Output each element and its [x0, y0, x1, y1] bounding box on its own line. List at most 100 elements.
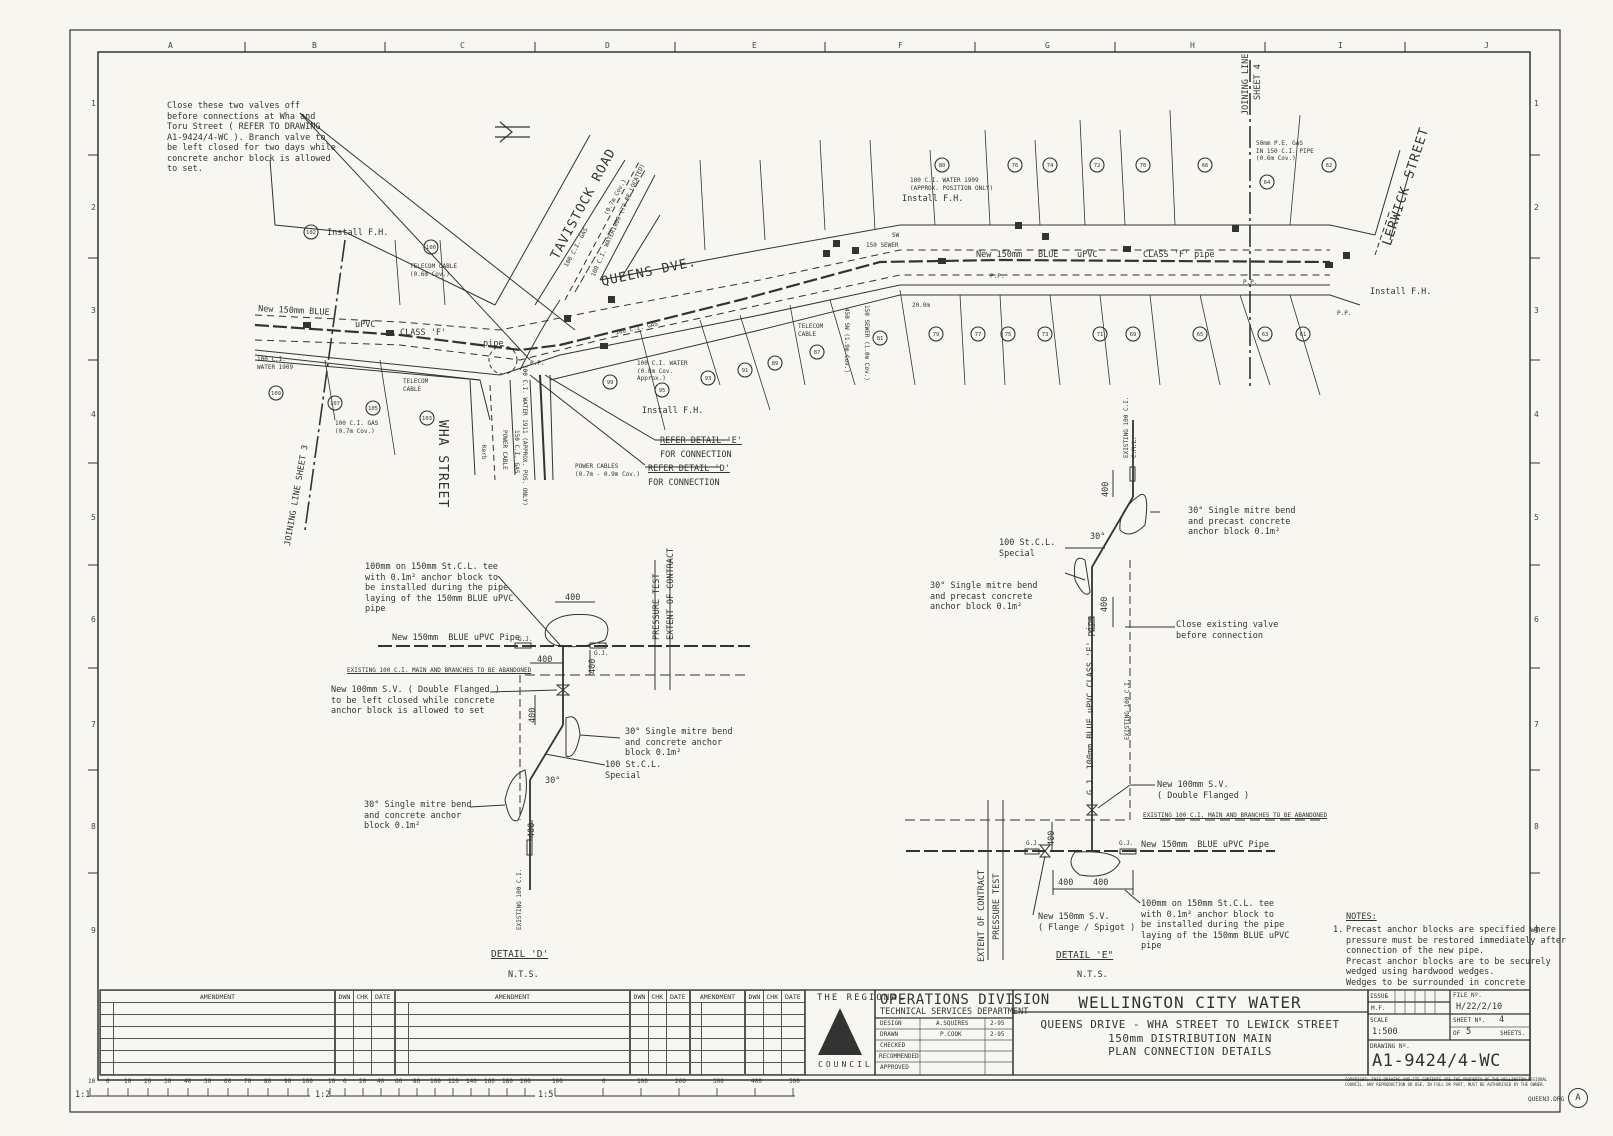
detail-e-new-sv: New 150mm S.V. ( Flange / Spigot ): [1038, 912, 1136, 933]
new-pipe-right-2: BLUE: [1038, 250, 1059, 260]
svg-text:75: 75: [1005, 332, 1012, 338]
grid-col-j: J: [1484, 41, 1489, 50]
project-line-3: PLAN CONNECTION DETAILS: [1108, 1045, 1272, 1058]
operations-division: OPERATIONS DIVISION: [880, 992, 1050, 1008]
detail-e-close-valve: Close existing valve before connection: [1176, 620, 1279, 641]
project-line-2: 150mm DISTRIBUTION MAIN: [1108, 1031, 1272, 1045]
ci-water-approx-label: 100 C.I. WATER 1909 (APPROX. POSITION ON…: [910, 177, 994, 192]
svg-text:79: 79: [933, 332, 940, 338]
svg-text:91: 91: [742, 368, 749, 374]
install-fh-label-2: Install F.H.: [642, 406, 704, 416]
pe-gas-label: 50mm P.E. GAS IN 150 C.I. PIPE (0.6m Cov…: [1256, 140, 1314, 162]
detail-e-bend-lower: 30° Single mitre bend and precast concre…: [930, 581, 1038, 612]
dwn-header-2: DWN: [630, 990, 649, 1003]
scale-bar-3-label: 1:5: [538, 1090, 554, 1100]
of-value: 5: [1466, 1027, 1472, 1037]
property-numbers: 102 100 109 107 105 103 99 95 93 91 89 8…: [271, 163, 1332, 422]
install-fh-label-3: Install F.H.: [902, 194, 964, 204]
grid-row-1-right: 1: [1534, 99, 1539, 108]
detail-e-dim-3: 400: [1047, 830, 1057, 846]
signoff-approved: APPROVED: [880, 1064, 909, 1071]
detail-e-existing-main: EXISTING 100 C.I. MAIN AND BRANCHES TO B…: [1143, 812, 1328, 819]
sheets-label: SHEETS.: [1500, 1030, 1526, 1037]
grid-col-i: I: [1338, 41, 1343, 50]
detail-e-existing-ci: EXISTING 100 C.I.: [1124, 678, 1131, 740]
detail-d-dim-1: 400: [565, 593, 581, 603]
notes-body: Precast anchor blocks are specified wher…: [1346, 925, 1567, 988]
grid-row-3-right: 3: [1534, 306, 1539, 315]
svg-text:64: 64: [1264, 180, 1271, 186]
mf-label: M.F.: [1371, 1005, 1386, 1012]
telecom-cable-2-label: TELECOM CABLE: [403, 378, 429, 393]
detail-d-valve-note: New 100mm S.V. ( Double Flanged ) to be …: [331, 685, 500, 716]
svg-text:99: 99: [607, 380, 614, 386]
install-fh-label: Install F.H.: [327, 228, 389, 238]
detail-d-special: 100 St.C.L. Special: [605, 760, 662, 781]
detail-d-pipe-label: New 150mm BLUE uPVC Pipe: [392, 633, 520, 643]
signoff-checked: CHECKED: [880, 1042, 906, 1049]
svg-text:66: 66: [1202, 163, 1209, 169]
svg-text:105: 105: [368, 406, 378, 412]
scale-bar-2-label: 1:2: [315, 1090, 331, 1100]
valve-closure-note: Close these two valves off before connec…: [167, 101, 336, 174]
logo-top-text: THE REGIONAL: [817, 993, 907, 1003]
new-pipe-label-3: CLASS 'F': [400, 328, 447, 338]
street-wha: WHA STREET: [435, 420, 450, 509]
chk-header: CHK: [352, 990, 372, 1003]
signoff-drawn: DRAWN P.COOK 2-95: [880, 1031, 1005, 1038]
chk-header-3: CHK: [762, 990, 782, 1003]
svg-text:93: 93: [705, 376, 712, 382]
amendment-header: AMENDMENT: [100, 990, 335, 1003]
kerb-label: Kerb: [480, 445, 487, 460]
svg-text:65: 65: [1197, 332, 1204, 338]
svg-text:100: 100: [426, 245, 436, 251]
file-value: H/22/2/10: [1456, 1002, 1503, 1012]
svg-text:87: 87: [814, 350, 821, 356]
amendment-table-2: AMENDMENT: [395, 990, 630, 1075]
detail-e-gj-2: G.J.: [1119, 840, 1134, 847]
ci-water-1909-label: 100 C.I. WATER 1909: [257, 356, 294, 371]
client-name: WELLINGTON CITY WATER: [1078, 993, 1302, 1012]
grid-row-4-right: 4: [1534, 410, 1539, 419]
joining-line-sheet-4: JOINING LINE: [1241, 53, 1251, 115]
issue-label: ISSUE: [1370, 993, 1389, 1000]
ci-gas-label: 100 C.I. GAS (0.7m Cov.): [335, 420, 379, 435]
svg-text:69: 69: [1130, 332, 1137, 338]
detail-e-special: 100 St.C.L. Special: [999, 538, 1056, 559]
detail-d-existing-ci: EXISTING 100 C.I.: [516, 868, 523, 930]
amendment-table-1: AMENDMENT: [100, 990, 335, 1075]
svg-text:107: 107: [330, 401, 340, 407]
pp-label-1: P.P.: [990, 273, 1005, 280]
grid-col-e: E: [752, 41, 757, 50]
grid-row-7-right: 7: [1534, 720, 1539, 729]
new-pipe-right-4: CLASS 'F' pipe: [1143, 250, 1215, 260]
sheet-value: 4: [1499, 1015, 1505, 1025]
svg-text:109: 109: [271, 391, 281, 397]
detail-e-dim-1: 400: [1058, 878, 1074, 888]
dwn-header-3: DWN: [745, 990, 764, 1003]
detail-d-dim-5: 400: [527, 822, 537, 838]
svg-text:95: 95: [659, 388, 666, 394]
refer-detail-d-label: REFER DETAIL 'D': [648, 464, 730, 474]
detail-d-dim-2: 400: [537, 655, 553, 665]
chk-header-2: CHK: [647, 990, 667, 1003]
svg-text:W: W: [834, 1029, 848, 1053]
file-label: FILE Nº.: [1453, 992, 1482, 999]
detail-d-angle: 30°: [545, 776, 561, 786]
detail-d-bend-lower: 30° Single mitre bend and concrete ancho…: [364, 800, 472, 831]
svg-text:80: 80: [939, 163, 946, 169]
svg-text:103: 103: [422, 416, 432, 422]
svg-text:81: 81: [877, 336, 884, 342]
grid-row-4: 4: [91, 410, 96, 419]
detail-e-pressure-test: PRESSURE TEST: [992, 873, 1002, 940]
svg-text:71: 71: [1097, 332, 1104, 338]
grid-col-c: C: [460, 41, 465, 50]
detail-d-bend-upper: 30° Single mitre bend and concrete ancho…: [625, 727, 733, 758]
svg-text:73: 73: [1042, 332, 1049, 338]
detail-d-gj-1: G.J.: [518, 636, 533, 643]
grid-row-5-right: 5: [1534, 513, 1539, 522]
sewer-150-label: 150 SEWER (1.0m Cov.): [863, 305, 870, 381]
